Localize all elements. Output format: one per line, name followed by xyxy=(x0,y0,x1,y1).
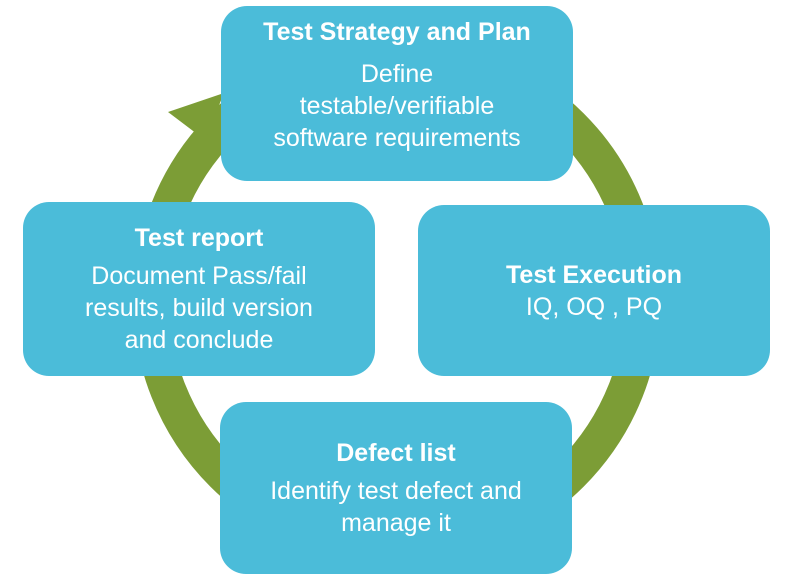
stage-description-line: software requirements xyxy=(273,124,521,152)
stage-title: Defect list xyxy=(336,439,456,467)
stage-description-line: manage it xyxy=(341,509,451,537)
stage-title: Test Execution xyxy=(506,260,682,289)
stage-test-strategy-and-plan: Test Strategy and Plan Define testable/v… xyxy=(221,6,573,181)
stage-description-line: results, build version xyxy=(85,294,313,322)
stage-description-line: IQ, OQ , PQ xyxy=(525,292,663,321)
stage-description-line: Define xyxy=(360,60,434,88)
stage-description: Define testable/verifiable software requ… xyxy=(273,58,520,154)
stage-description: IQ, OQ , PQ xyxy=(526,291,662,323)
stage-test-execution: Test Execution IQ, OQ , PQ xyxy=(418,205,770,376)
stage-description-line: Identify test defect and xyxy=(270,477,522,505)
stage-title: Test Strategy and Plan xyxy=(263,18,531,46)
stage-description-line: and conclude xyxy=(124,326,274,354)
stage-description: Identify test defect and manage it xyxy=(270,475,522,539)
stage-description-line: testable/verifiable xyxy=(299,92,495,120)
stage-description: Document Pass/fail results, build versio… xyxy=(85,260,313,356)
stage-title: Test report xyxy=(134,224,264,252)
cycle-arrowhead-icon xyxy=(168,93,224,140)
stage-test-report: Test report Document Pass/fail results, … xyxy=(23,202,375,376)
stage-description-line: Document Pass/fail xyxy=(91,262,307,290)
stage-defect-list: Defect list Identify test defect and man… xyxy=(220,402,572,574)
